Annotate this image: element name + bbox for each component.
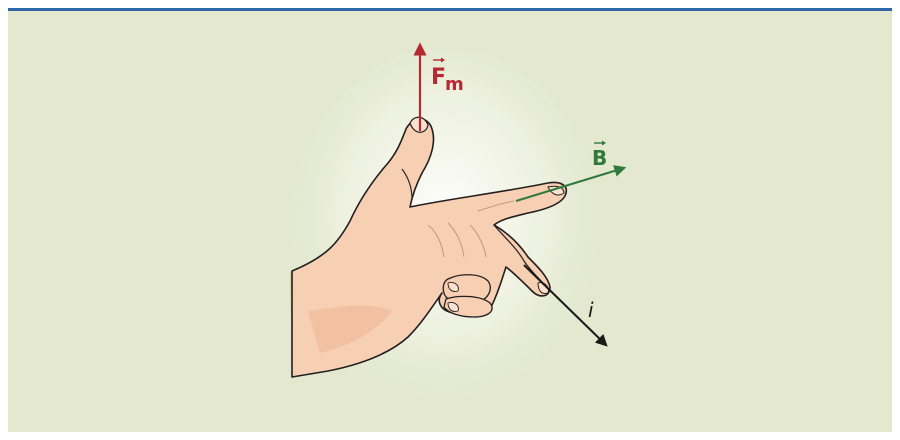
- current-label: i: [588, 298, 594, 322]
- force-label-subscript: m: [445, 74, 464, 95]
- field-label-symbol: B: [592, 146, 607, 170]
- field-label-overarrow-head: [602, 141, 606, 146]
- left-hand-rule-diagram: F m B i: [8, 11, 892, 432]
- force-label-symbol: F: [431, 65, 446, 90]
- field-label: B: [592, 141, 607, 171]
